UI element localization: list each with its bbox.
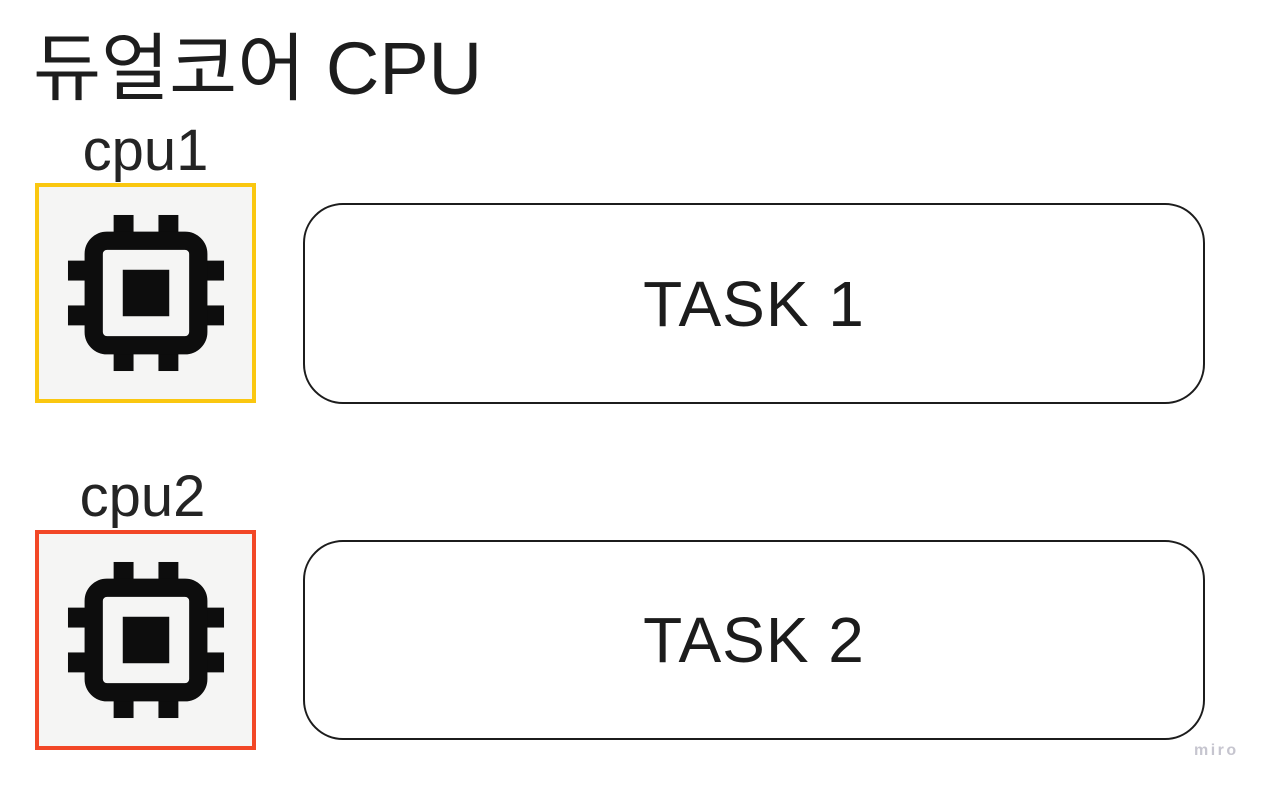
cpu-chip-icon [67, 214, 224, 372]
task2-label: TASK 2 [643, 604, 865, 676]
miro-watermark: miro [1194, 742, 1239, 759]
diagram-title: 듀얼코어 CPU [33, 27, 483, 110]
cpu2-box[interactable] [35, 530, 256, 750]
task2-box[interactable]: TASK 2 [303, 540, 1205, 740]
cpu1-label: cpu1 [82, 118, 209, 183]
cpu-chip-icon [67, 561, 224, 719]
task1-label: TASK 1 [643, 267, 865, 340]
cpu1-box[interactable] [35, 183, 256, 403]
task1-box[interactable]: TASK 1 [303, 203, 1205, 404]
cpu2-label: cpu2 [79, 464, 206, 529]
